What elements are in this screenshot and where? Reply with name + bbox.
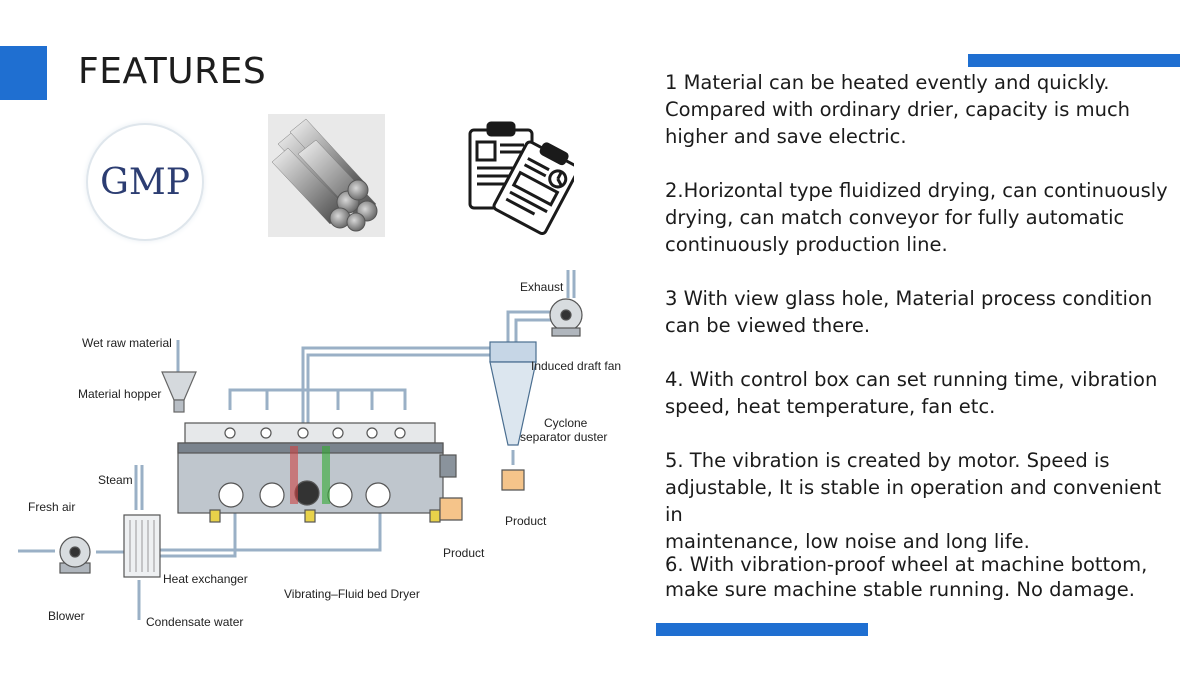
induced-draft-fan [549, 298, 583, 337]
gmp-logo-text: GMP [100, 161, 190, 203]
feature-1: 1 Material can be heated evently and qui… [665, 71, 1131, 148]
title-accent-block [0, 46, 47, 100]
label-product-bottom: Product [443, 546, 485, 560]
material-hopper [161, 371, 197, 413]
bottom-accent-bar [656, 623, 868, 636]
label-cyclone: Cyclone [544, 416, 588, 430]
gmp-logo: GMP [88, 125, 202, 239]
cyclone-separator [489, 341, 537, 446]
label-blower: Blower [48, 609, 85, 623]
clipboard-report-icon [468, 121, 574, 236]
feature-4: 4. With control box can set running time… [665, 368, 1158, 418]
blower [59, 536, 91, 574]
heat-exchanger [123, 514, 161, 578]
label-vibrating-fluid-bed-dryer: Vibrating–Fluid bed Dryer [284, 587, 420, 601]
label-product-right: Product [505, 514, 547, 528]
label-exhaust: Exhaust [520, 280, 564, 294]
top-accent-bar [968, 54, 1180, 67]
label-fresh-air: Fresh air [28, 500, 75, 514]
feature-3: 3 With view glass hole, Material process… [665, 287, 1153, 337]
label-heat-exchanger: Heat exchanger [163, 572, 248, 586]
product-containers [439, 469, 525, 521]
feature-6: 6. With vibration-proof wheel at machine… [665, 553, 1148, 601]
steel-rods-icon [268, 114, 385, 237]
dryer-body [177, 422, 457, 523]
page-title: FEATURES [78, 51, 267, 92]
feature-2: 2.Horizontal type fluidized drying, can … [665, 179, 1168, 256]
vibrating-fluid-bed-dryer-diagram: Exhaust Wet raw material Induced draft f… [18, 270, 621, 629]
feature-5: 5. The vibration is created by motor. Sp… [665, 449, 1162, 553]
label-condensate-water: Condensate water [146, 615, 243, 629]
label-material-hopper: Material hopper [78, 387, 161, 401]
label-separator-duster: separator duster [520, 430, 607, 444]
label-wet-raw-material: Wet raw material [82, 336, 172, 350]
label-steam: Steam [98, 473, 133, 487]
label-induced-draft-fan: Induced draft fan [531, 359, 621, 373]
